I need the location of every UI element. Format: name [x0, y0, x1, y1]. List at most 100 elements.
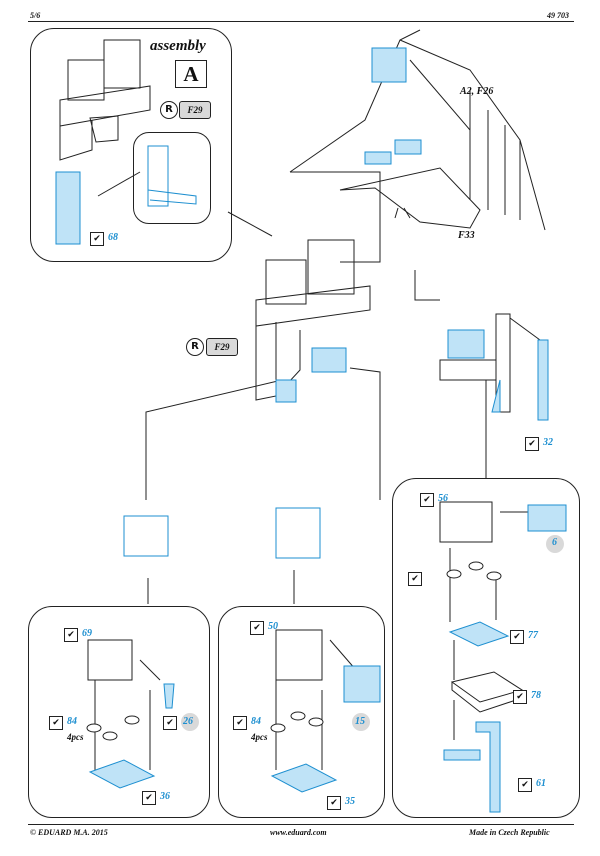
- part-84-label: 84: [251, 716, 261, 727]
- detail-inset: [133, 132, 211, 224]
- photoetch-detail: [147, 189, 197, 205]
- check-box[interactable]: ✔: [163, 716, 177, 730]
- leader-line: [290, 171, 381, 263]
- part-26-badge: [181, 713, 199, 731]
- photoetch-panel: [311, 347, 347, 373]
- photoetch-frame-61: [443, 749, 481, 761]
- foot-part: [290, 711, 306, 721]
- cockpit-frame: [409, 59, 471, 160]
- ref-f33-label: F33: [458, 230, 475, 241]
- check-box[interactable]: ✔: [518, 778, 532, 792]
- check-box[interactable]: ✔: [327, 796, 341, 810]
- photoetch-part-68: [55, 171, 81, 245]
- mount-frame: [255, 322, 277, 401]
- footer-url: www.eduard.com: [270, 828, 327, 837]
- part-61-label: 61: [536, 778, 546, 789]
- part-77-label: 77: [528, 630, 538, 641]
- part-26-label: 26: [183, 716, 193, 727]
- mount-frame: [59, 85, 151, 127]
- photoetch-frame-61: [475, 721, 501, 813]
- tray-part: [451, 682, 523, 713]
- tray-part: [450, 671, 524, 703]
- box-part: [275, 507, 321, 559]
- photoetch-box: [123, 515, 169, 557]
- part-36-label: 36: [160, 791, 170, 802]
- check-box[interactable]: ✔: [233, 716, 247, 730]
- part-78-label: 78: [531, 690, 541, 701]
- box-part: [275, 629, 323, 681]
- mount-frame: [59, 120, 93, 161]
- box-part: [87, 639, 133, 681]
- part-50-label: 50: [268, 621, 278, 632]
- leader-line: [414, 270, 440, 301]
- photoetch-base-35: [270, 763, 338, 793]
- bracket: [89, 115, 119, 143]
- photoetch-panel: [371, 47, 407, 83]
- foot-part: [308, 717, 324, 727]
- leader-line: [94, 548, 497, 770]
- foot-part: [446, 569, 462, 579]
- photoetch-part-26: [163, 683, 175, 709]
- header-rule: [28, 21, 574, 22]
- page-number: 5/6: [30, 11, 41, 20]
- foot-part: [86, 723, 102, 733]
- cockpit-outline: [289, 29, 546, 231]
- ref-a2-f26-label: A2, F26: [460, 86, 494, 97]
- part-6-label: 6: [552, 537, 557, 548]
- photoetch-detail: [147, 145, 169, 207]
- check-box[interactable]: ✔: [49, 716, 63, 730]
- ref-f29-label: F29: [179, 101, 211, 119]
- leader-line: [349, 367, 381, 500]
- part-84-label: 84: [67, 716, 77, 727]
- foot-part: [486, 571, 502, 581]
- footer-copyright: © EDUARD M.A. 2015: [30, 828, 108, 837]
- photoetch-frame: [491, 379, 501, 413]
- leader-line: [145, 379, 283, 500]
- leader-line: [509, 317, 541, 341]
- foot-part: [102, 731, 118, 741]
- photoetch-box: [447, 329, 485, 359]
- part-15-badge: [352, 713, 370, 731]
- remove-icon: R: [186, 338, 204, 356]
- photoetch-panel: [364, 151, 392, 165]
- part-69-label: 69: [82, 628, 92, 639]
- mount-frame: [255, 285, 371, 327]
- check-box[interactable]: ✔: [250, 621, 264, 635]
- assembly-title: assembly: [150, 38, 206, 54]
- photoetch-panel-15: [343, 665, 381, 703]
- check-box[interactable]: ✔: [90, 232, 104, 246]
- check-box[interactable]: ✔: [513, 690, 527, 704]
- photoetch-base-77: [448, 621, 510, 647]
- photoetch-panel-6: [527, 504, 567, 532]
- part-15-label: 15: [355, 716, 365, 727]
- quantity-label: 4pcs: [67, 732, 84, 742]
- check-box[interactable]: ✔: [64, 628, 78, 642]
- photoetch-base-36: [88, 759, 156, 789]
- box-part: [123, 515, 169, 557]
- assembly-panel-right: [392, 478, 580, 818]
- footer-rule: [28, 824, 574, 825]
- instrument-box: [103, 39, 141, 89]
- check-box[interactable]: ✔: [510, 630, 524, 644]
- footer-origin: Made in Czech Republic: [469, 828, 550, 837]
- check-box[interactable]: ✔: [525, 437, 539, 451]
- shelf-frame: [439, 359, 497, 381]
- quantity-label: 4pcs: [251, 732, 268, 742]
- check-box[interactable]: ✔: [420, 493, 434, 507]
- instrument-box: [307, 239, 355, 295]
- ref-f29-label: F29: [206, 338, 238, 356]
- check-box[interactable]: ✔: [142, 791, 156, 805]
- foot-part: [270, 723, 286, 733]
- photoetch-panel: [394, 139, 422, 155]
- check-box[interactable]: ✔: [408, 572, 422, 586]
- cockpit-floor: [339, 167, 481, 229]
- part-68-label: 68: [108, 232, 118, 243]
- cockpit-frame: [469, 90, 521, 220]
- cockpit-detail: [394, 207, 411, 219]
- photoetch-box: [275, 507, 321, 559]
- part-35-label: 35: [345, 796, 355, 807]
- leader-line: [227, 211, 273, 237]
- kit-code: 49 703: [547, 11, 569, 20]
- part-32-label: 32: [543, 437, 553, 448]
